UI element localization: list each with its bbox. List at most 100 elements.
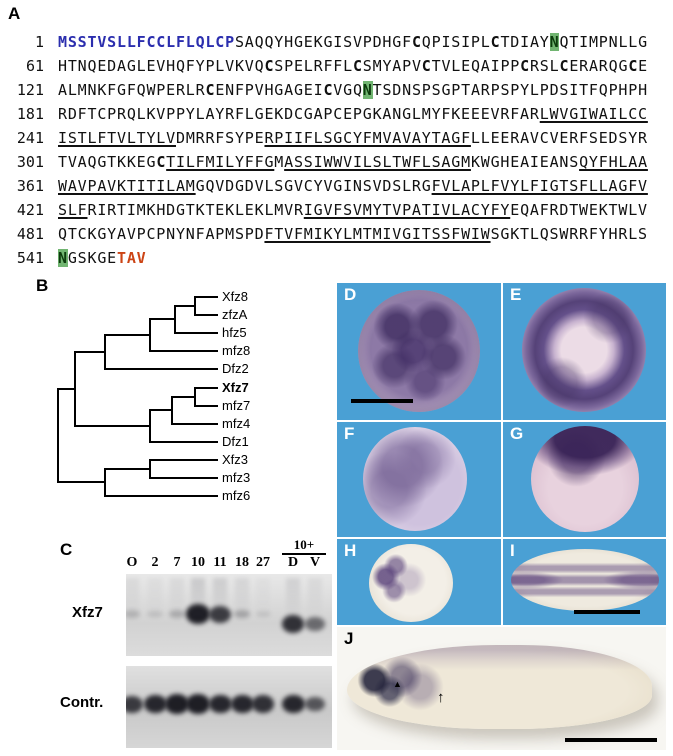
residue-number: 121 [16,81,44,99]
gel-smear [148,578,162,622]
sequence-segment: QYFHLAA [579,153,648,171]
gel-band [143,694,167,714]
sequence-segment: C [156,153,167,171]
embryo-image-d [358,290,480,412]
sequence-segment: GSKGE [67,249,117,267]
gel-lane-label-2: 2 [151,555,159,570]
sequence-segment: IGVFSVMYTVPATIVLACYFY [303,201,511,219]
panel-g-photo: G [503,422,666,537]
gel-row-label-control: Contr. [60,694,104,711]
sequence-segment: E [638,57,648,75]
gel-band [208,694,232,714]
residue-number: 1 [34,33,44,51]
panel-label-e: E [510,285,522,304]
sequence-segment: C [205,81,216,99]
gel-group-label: 10+ [293,537,315,552]
taxon-label-dfz2: Dfz2 [222,361,249,376]
xfz7-blot [126,574,332,656]
gel-lane-label-27: 27 [256,555,270,570]
residue-number: 241 [16,129,44,147]
sequence-segment: N [362,81,373,99]
sequence-segment: DMRRFSYPE [175,129,265,147]
gel-band [251,695,275,713]
arrow-icon: ↑ [437,689,445,706]
gel-band [304,696,326,712]
taxon-label-mfz7: mfz7 [222,398,251,413]
panel-f-photo: F [337,422,501,537]
sequence-segment: C [323,81,334,99]
panel-d-photo: D [337,283,501,420]
sequence-segment: C [490,33,501,51]
sequence-segment: M [274,153,285,171]
sequence-segment: KWGHEAIEANS [470,153,580,171]
sequence-segment: QTIMPNLLG [559,33,648,51]
gel-smear [191,578,205,622]
gel-band [230,694,254,714]
gel-lane-label-7: 7 [173,555,181,570]
gel-smear [126,578,139,622]
sequence-segment: TVAQGTKKEG [58,153,157,171]
sequence-segment: C [520,57,530,75]
gel-band [126,695,143,713]
taxon-label-mfz3: mfz3 [222,470,251,485]
gel-smear [286,578,300,622]
gel-band [281,615,305,633]
embryo-image-e [522,288,646,412]
scale-bar [574,610,640,614]
gel-smear [235,578,249,622]
panel-label-g: G [510,424,524,443]
panel-label-c: C [60,540,73,559]
sequence-segment: N [58,249,68,267]
sequence-segment: TVLEQAIPP [431,57,521,75]
gel-smear [256,578,270,622]
gel-lane-label-d: D [287,555,299,570]
sequence-segment: C [559,57,570,75]
sequence-segment: QPISIPL [421,33,491,51]
sequence-segment: RPIIFLSGCYFMVAVAYTAGF [264,129,471,147]
gel-band [168,609,186,619]
sequence-segment: N [549,33,560,51]
gel-lane-label-o: O [126,555,138,570]
gel-band [209,605,231,623]
panel-label-j: J [344,629,354,648]
sequence-segment: RIRTIMKHDGTKTEKLEKLMVR [87,201,304,219]
panel-label-d: D [344,285,357,304]
sequence-segment: C [352,57,363,75]
scale-bar [351,399,413,403]
residue-number: 481 [16,225,44,243]
sequence-segment: ENFPVHGAGEI [215,81,324,99]
sequence-segment: EQAFRDTWEKTWLV [510,201,648,219]
gel-band [186,694,210,714]
sequence-segment: WAVPAVKTITILAM [58,177,196,195]
sequence-segment: SMYAPV [362,57,422,75]
gel-band [126,610,140,618]
sequence-segment: C [421,57,432,75]
residue-number: 301 [16,153,44,171]
panel-i-photo: I [503,539,666,625]
gel-band [147,610,163,618]
sequence-segment: TSDNSPSGPTARPSPYLPDSITFQPHPH [372,81,648,99]
taxon-label-xfz8: Xfz8 [222,289,249,304]
taxon-label-dfz1: Dfz1 [222,434,249,449]
sequence-segment: RSL [529,57,560,75]
taxon-label-mfz8: mfz8 [222,343,251,358]
sequence-segment: C [628,57,639,75]
sequence-segment: TDIAY [500,33,550,51]
sequence-segment: SLF [58,201,88,219]
sequence-segment: MSSTVSLLFCCLFLQLCP [58,33,235,51]
control-blot [126,666,332,748]
sequence-segment: FTVFMIKYLMTMIVGITSSFWIW [264,225,491,243]
gel-lane-label-v: V [309,555,321,570]
sequence-segment: LLEERAVCVERFSEDSYR [470,129,648,147]
residue-number: 541 [16,249,44,267]
embryo-image-h [369,544,453,622]
phylo-tree-lines [57,296,218,497]
taxon-label-xfz7: Xfz7 [222,380,249,395]
